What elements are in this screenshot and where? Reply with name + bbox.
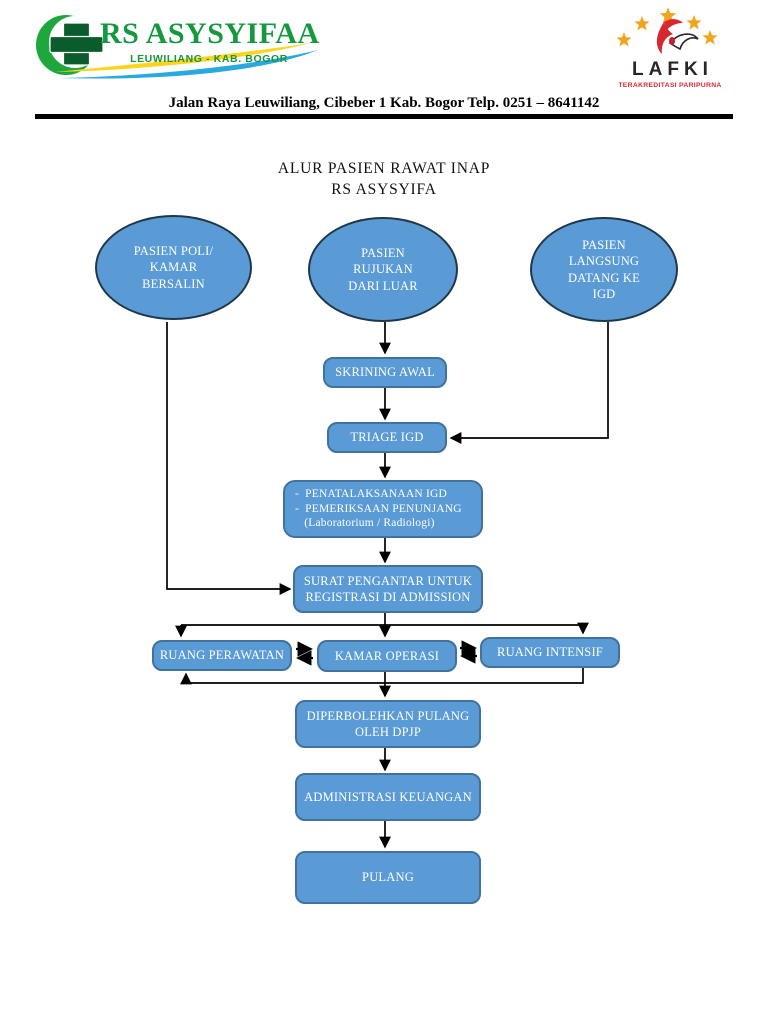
flow-node-triage-igd: TRIAGE IGD	[327, 422, 447, 453]
flow-node-label: RUANG PERAWATAN	[159, 648, 285, 663]
flow-node-ruang-intensif: RUANG INTENSIF	[480, 637, 620, 668]
flow-node-pasien-poli: PASIEN POLI/ KAMAR BERSALIN	[95, 215, 252, 320]
flow-node-pasien-rujukan: PASIEN RUJUKAN DARI LUAR	[308, 217, 458, 322]
page-title-line2: RS ASYSYIFA	[331, 180, 437, 198]
flow-node-administrasi-keuangan: ADMINISTRASI KEUANGAN	[295, 773, 481, 821]
flow-node-ruang-perawatan: RUANG PERAWATAN	[152, 640, 292, 671]
flow-node-surat-pengantar: SURAT PENGANTAR UNTUK REGISTRASI DI ADMI…	[293, 565, 483, 613]
page-title: ALUR PASIEN RAWAT INAP RS ASYSYIFA	[0, 159, 768, 201]
flow-node-skrining-awal: SKRINING AWAL	[323, 357, 447, 388]
flow-node-label: PASIEN POLI/ KAMAR BERSALIN	[133, 244, 214, 291]
flow-node-diperbolehkan-pulang: DIPERBOLEHKAN PULANG OLEH DPJP	[295, 700, 481, 748]
page-title-line1: ALUR PASIEN RAWAT INAP	[277, 160, 491, 177]
hospital-subtitle: LEUWILIANG - KAB. BOGOR	[130, 53, 288, 65]
flow-node-pulang: PULANG	[295, 851, 481, 904]
flow-node-pasien-langsung: PASIEN LANGSUNG DATANG KE IGD	[530, 217, 678, 322]
flow-node-penatalaksanaan-igd: - PENATALAKSANAAN IGD - PEMERIKSAAN PENU…	[283, 480, 483, 538]
flow-node-kamar-operasi: KAMAR OPERASI	[317, 640, 457, 672]
flow-node-label: KAMAR OPERASI	[334, 648, 440, 663]
flow-node-label: PULANG	[362, 870, 414, 885]
accreditation-subtitle: TERAKREDITASI PARIPURNA	[618, 82, 722, 89]
flow-node-label: RUANG INTENSIF	[497, 645, 603, 660]
flow-node-label: TRIAGE IGD	[350, 430, 424, 445]
accreditation-name: LAFKI	[632, 59, 713, 80]
hospital-logo-icon	[36, 15, 318, 79]
flow-node-label: PASIEN LANGSUNG DATANG KE IGD	[568, 238, 640, 301]
lafki-stars-bird-icon	[616, 7, 718, 54]
accreditation-logo: LAFKI TERAKREDITASI PARIPURNA	[602, 6, 738, 89]
letterhead-divider	[35, 114, 733, 119]
hospital-name: RS ASYSYIFAA	[100, 17, 320, 50]
hospital-address: Jalan Raya Leuwiliang, Cibeber 1 Kab. Bo…	[168, 95, 600, 111]
flow-node-label: SURAT PENGANTAR UNTUK REGISTRASI DI ADMI…	[303, 573, 473, 604]
flow-node-label: ADMINISTRASI KEUANGAN	[304, 789, 472, 804]
flow-node-label: PASIEN RUJUKAN DARI LUAR	[348, 246, 418, 293]
flow-node-label: DIPERBOLEHKAN PULANG OLEH DPJP	[306, 708, 470, 739]
flow-node-label: - PENATALAKSANAAN IGD - PEMERIKSAAN PENU…	[295, 487, 462, 530]
flow-node-label: SKRINING AWAL	[335, 365, 435, 380]
